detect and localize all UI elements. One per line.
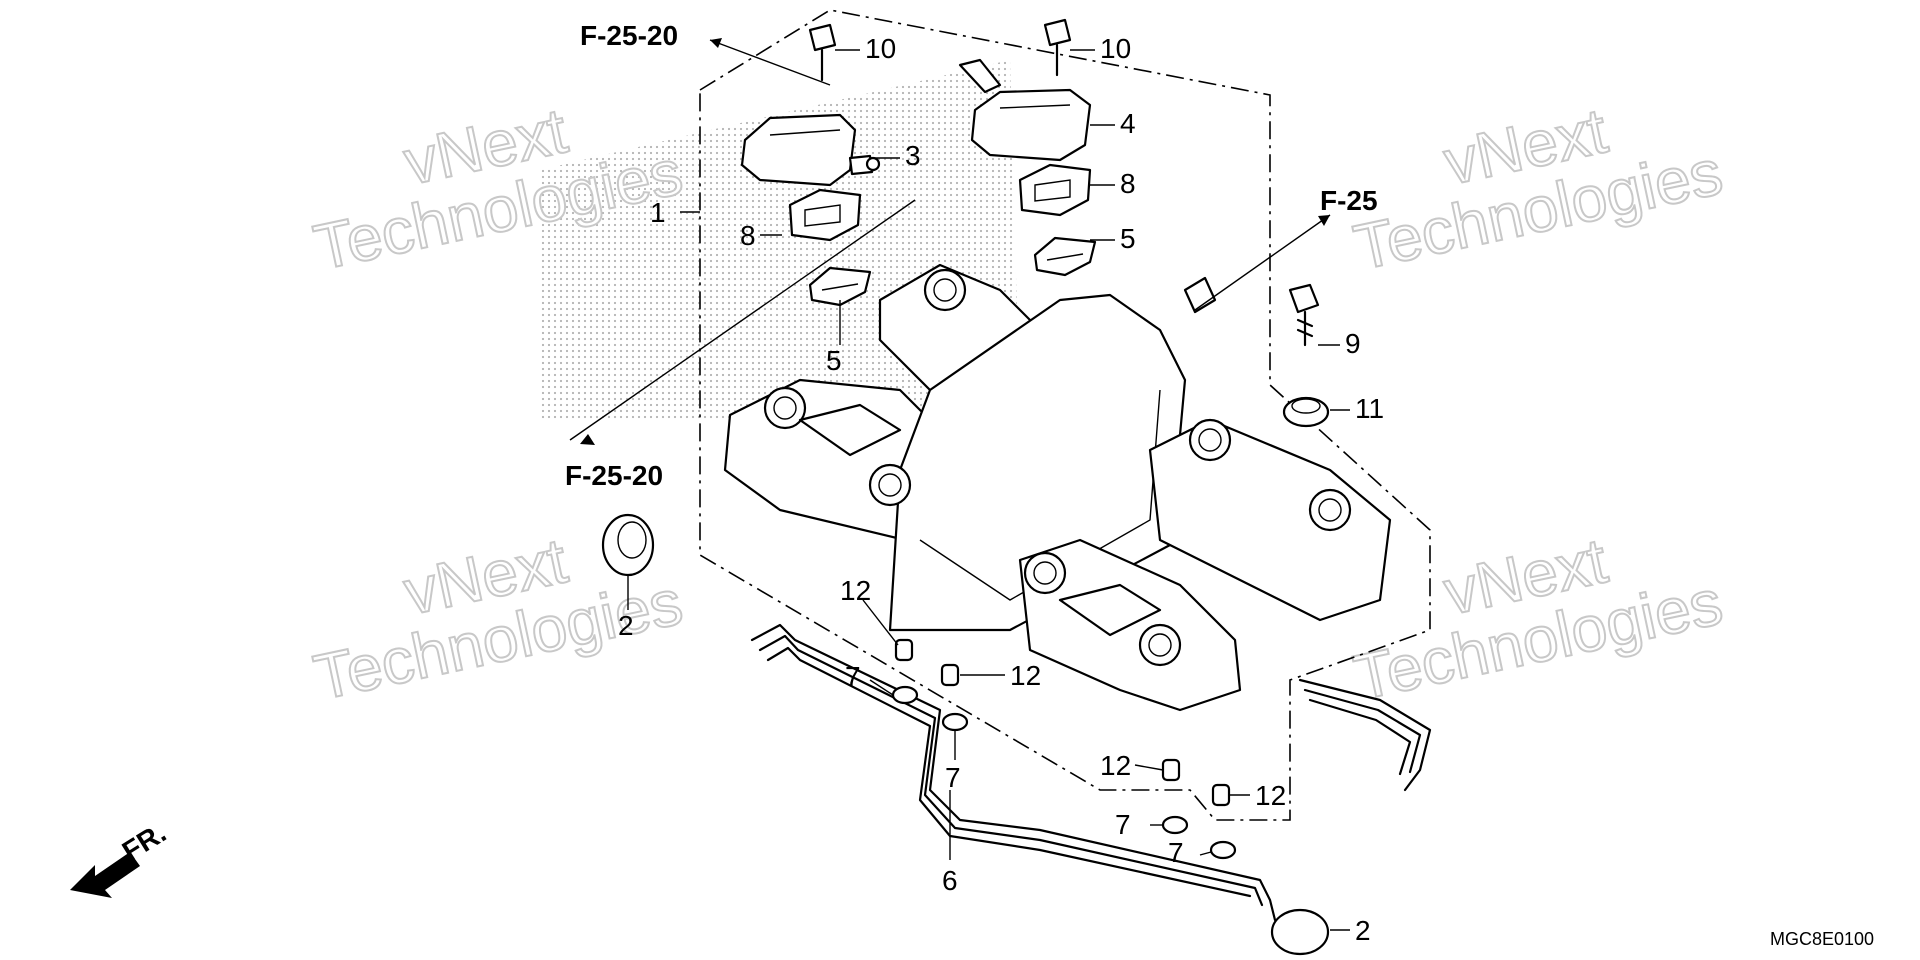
head-cover-gasket [750,623,1432,922]
part-label: 5 [826,345,842,376]
cap-lower [1270,908,1330,956]
part-label: 12 [1255,780,1286,811]
reed-valve-gasket-right [1018,163,1092,217]
assembly-boundary [699,9,1431,821]
grommet [1209,840,1237,860]
grommet [1161,815,1189,835]
reed-valve-cover-right [958,58,1092,162]
part-label: 2 [1355,915,1371,946]
part-label: 10 [865,33,896,64]
part-label: 5 [1120,223,1136,254]
part-label: 7 [945,762,961,793]
cap-upper [601,513,655,577]
dowel-pin [940,663,960,687]
rubber-washer [1282,396,1330,428]
part-label: 7 [845,661,861,692]
part-label: 12 [1100,750,1131,781]
part-label: 11 [1355,393,1384,424]
diagram-code: MGC8E0100 [1770,929,1874,949]
reed-valve-gasket-left [788,188,862,242]
part-label: 6 [942,865,958,896]
dowel-pin [1211,783,1231,807]
grommet [891,685,919,705]
grommet [941,712,969,732]
part-label: 4 [1120,108,1136,139]
ref-label-top: F-25-20 [580,20,678,51]
bolt-left [808,23,837,82]
part-label: 3 [905,140,921,171]
part-label: 7 [1168,837,1184,868]
part-label: 12 [1010,660,1041,691]
part-label: 8 [740,220,756,251]
leader-lines [569,38,1350,931]
part-label: 12 [840,575,871,606]
part-label: 7 [1115,809,1131,840]
part-label: 1 [650,197,666,228]
part-label: 9 [1345,328,1361,359]
part-label: 8 [1120,168,1136,199]
reed-valve-cover-left [740,113,881,187]
ref-label-left: F-25-20 [565,460,663,491]
dowel-pin [1161,758,1181,782]
bolt-right [1043,18,1072,77]
part-label: 2 [618,610,634,641]
reed-valve-right [1033,236,1097,277]
cylinder-head-cover [723,263,1392,712]
dowel-pin [894,638,914,662]
cover-bolt [1288,283,1320,347]
part-label: 10 [1100,33,1131,64]
reed-valve-left [808,266,872,307]
ref-label-right: F-25 [1320,185,1378,216]
front-direction-arrow-icon [70,852,140,898]
